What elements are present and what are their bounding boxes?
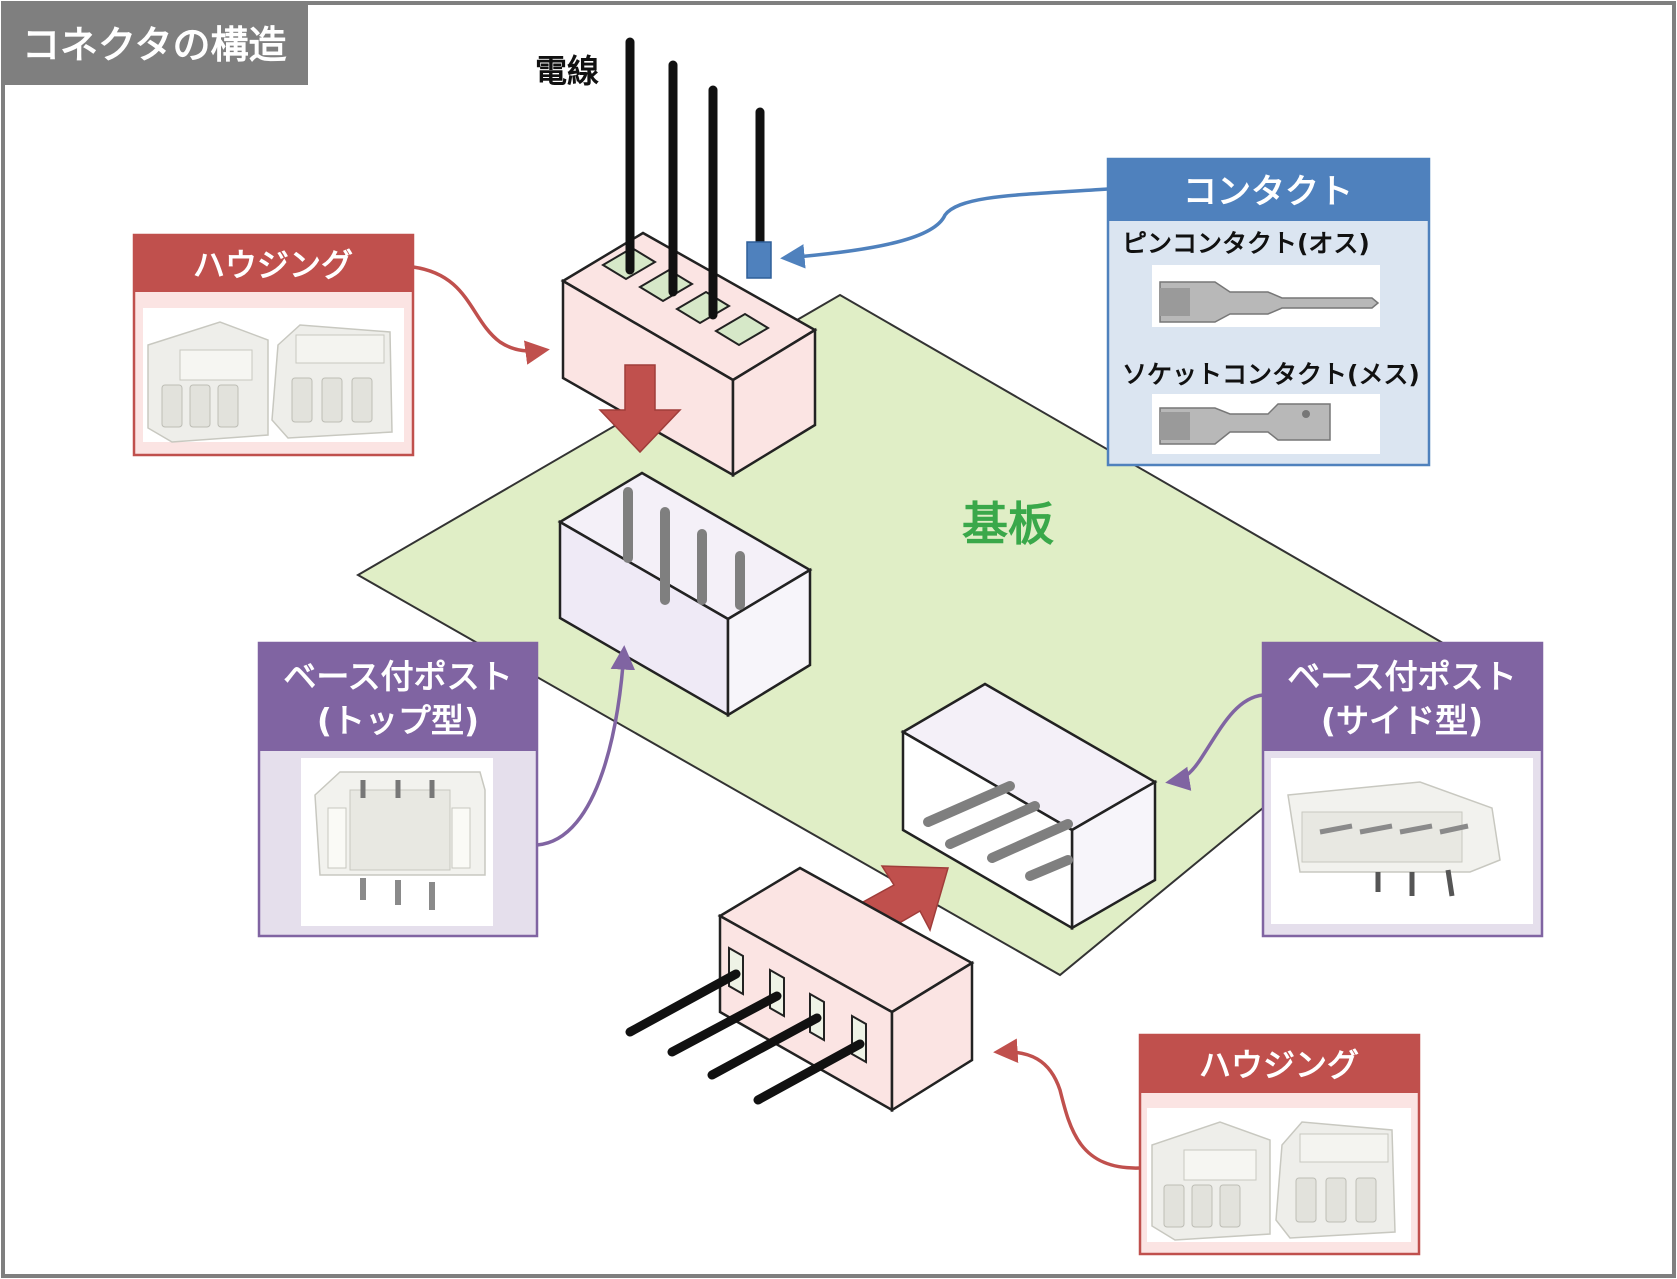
connector-line-post-top (536, 645, 636, 847)
post-top-photo (314, 771, 486, 910)
post-top-label-line2: (トップ型) (317, 701, 479, 740)
callout-post-top: ベース付ポスト (トップ型) (257, 641, 539, 938)
contact-highlight-marker (746, 241, 772, 279)
housing-top-label: ハウジング (193, 246, 353, 284)
bottom-housing-illustration (717, 866, 975, 1113)
post-side-photo (1287, 781, 1501, 897)
circuit-board: 基板 (355, 293, 1457, 977)
callout-housing-top: ハウジング (132, 233, 415, 457)
connector-line-contact (780, 187, 1109, 269)
post-top-label-line1: ベース付ポスト (283, 657, 512, 696)
board-label: 基板 (962, 497, 1054, 551)
bottom-wires (625, 969, 865, 1105)
contact-header: コンタクト (1183, 172, 1353, 212)
title-tab: コネクタの構造 (3, 3, 308, 85)
pin-contact-photo (1159, 281, 1380, 323)
top-post-illustration (557, 471, 813, 718)
connector-line-post-side (1165, 693, 1264, 791)
housing-photo-bottom (1151, 1121, 1396, 1241)
housing-photo-top (147, 321, 393, 443)
connector-line-housing-top (412, 265, 550, 365)
housing-bottom-label: ハウジング (1199, 1046, 1359, 1084)
socket-contact-label: ソケットコンタクト(メス) (1122, 360, 1420, 389)
mating-arrow-down (598, 364, 682, 454)
socket-contact-photo (1159, 403, 1331, 445)
pin-contact-label: ピンコンタクト(オス) (1122, 229, 1370, 258)
connector-line-housing-bottom (993, 1038, 1141, 1170)
post-side-label-line2: (サイド型) (1321, 701, 1483, 740)
page-title: コネクタの構造 (22, 23, 286, 67)
callout-post-side: ベース付ポスト (サイド型) (1261, 641, 1544, 938)
wire-label: 電線 (535, 52, 599, 90)
top-wires (625, 37, 765, 320)
post-side-label-line1: ベース付ポスト (1287, 657, 1516, 696)
callout-contact: コンタクト ピンコンタクト(オス) ソケットコンタクト(メス) (1106, 157, 1431, 467)
callout-housing-bottom: ハウジング (1138, 1033, 1421, 1256)
side-post-illustration (900, 682, 1158, 931)
